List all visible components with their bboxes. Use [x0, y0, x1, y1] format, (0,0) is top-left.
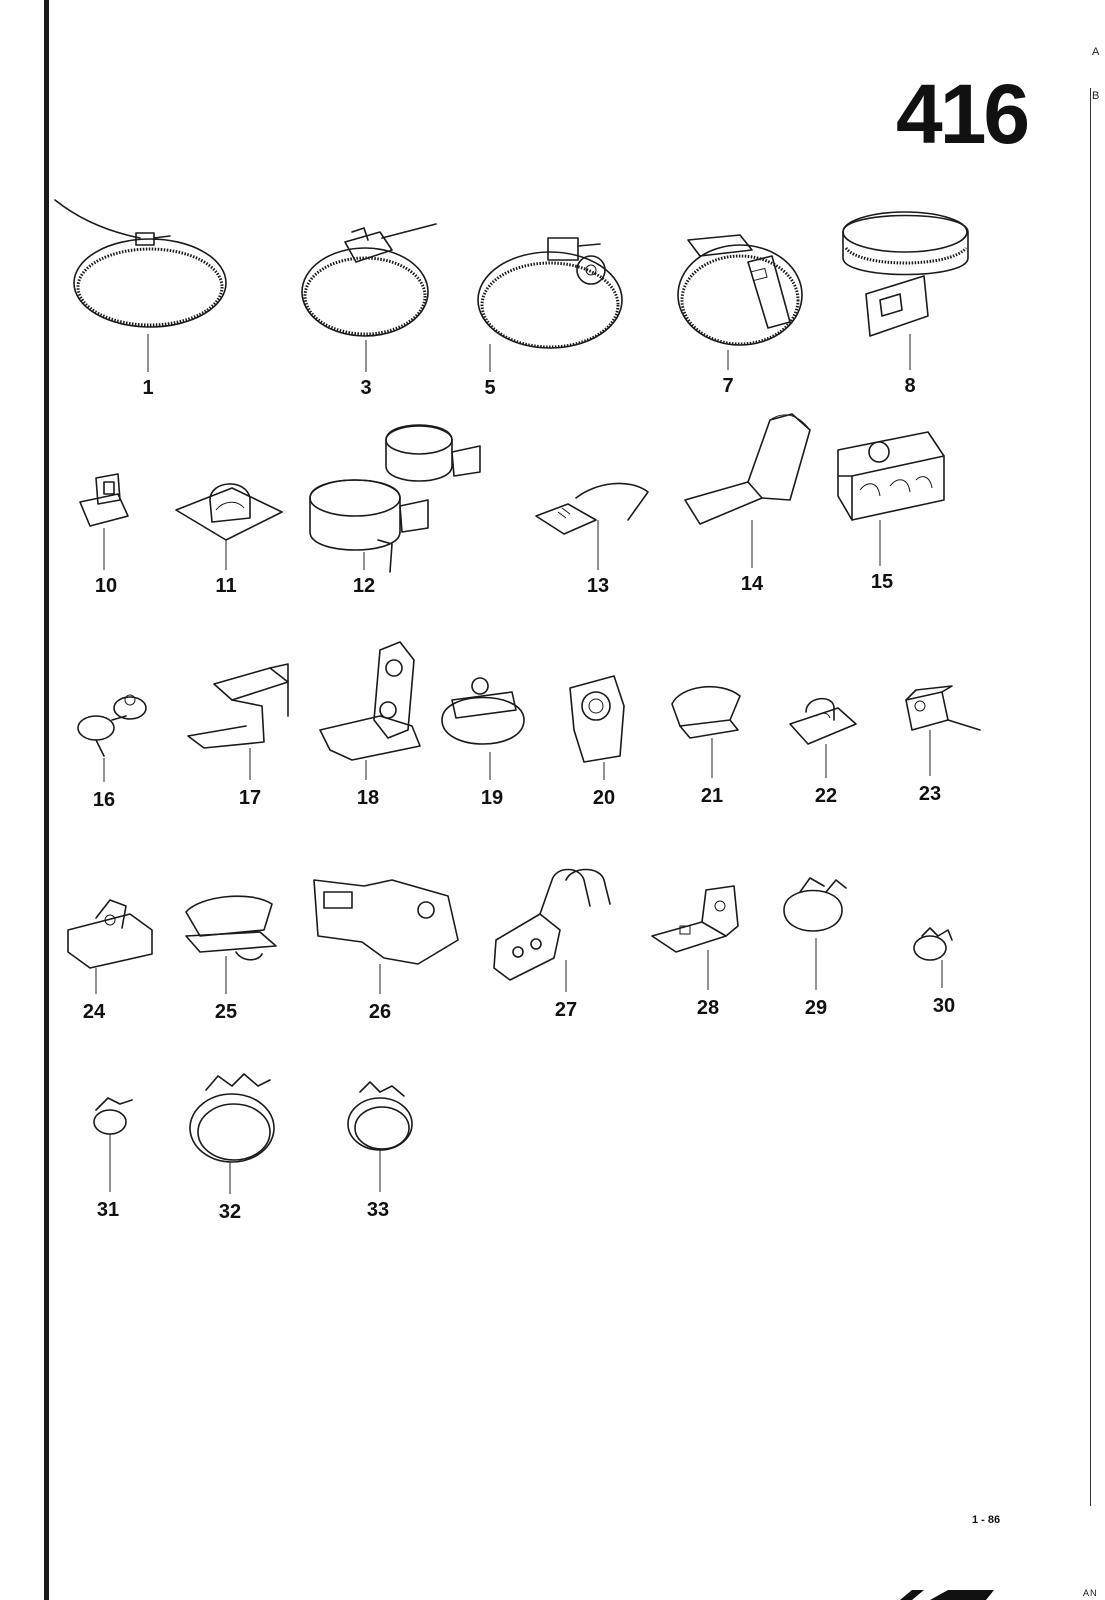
part-33-spring-band-clip	[347, 1081, 413, 1151]
edge-letter-b: B	[1092, 90, 1100, 102]
page-number: 416	[896, 67, 1030, 161]
part-label: 23	[919, 783, 941, 805]
part-label: 7	[722, 375, 733, 397]
part-label: 18	[357, 787, 379, 809]
part-label: 33	[367, 1199, 389, 1221]
part-label: 1	[142, 377, 153, 399]
part-11-flat-clip	[175, 483, 283, 541]
margin-rule	[1090, 88, 1091, 1506]
part-label: 26	[369, 1001, 391, 1023]
part-label: 11	[215, 575, 236, 597]
part-label: 29	[805, 997, 827, 1019]
binding-edge-rule	[44, 0, 49, 1600]
part-32-spring-band-clip	[189, 1073, 275, 1163]
part-label: 5	[484, 377, 495, 399]
part-22-tube-clip	[789, 697, 857, 745]
corner-code: AN	[1083, 1588, 1098, 1598]
part-8-serrated-band-clamp	[842, 211, 969, 337]
part-25-cable-clamp	[185, 895, 277, 961]
part-label: 24	[83, 1001, 106, 1023]
publisher-logo-fragment	[900, 1590, 994, 1600]
part-label: 19	[481, 787, 503, 809]
part-label: 20	[593, 787, 615, 809]
part-24-saddle-clip	[67, 899, 153, 969]
part-5-worm-drive-clamp-housing	[477, 237, 623, 349]
part-14-strap-bracket	[684, 413, 811, 525]
part-30-small-hose-clip	[913, 927, 953, 961]
part-27-double-clip-bracket	[493, 868, 611, 981]
part-13-tab-clip	[535, 482, 649, 535]
edition-date: 1 - 86	[972, 1514, 1001, 1526]
part-label: 30	[933, 995, 955, 1017]
part-number-labels: 1 3 5 7 8 10 11 12 13 14 15 16 17 18 19 …	[83, 375, 955, 1223]
edge-letter-a: A	[1092, 46, 1100, 58]
part-label: 10	[95, 575, 117, 597]
part-17-bent-bracket	[187, 663, 289, 749]
part-15-multi-hole-clip	[837, 431, 945, 521]
part-20-cable-holder	[569, 675, 625, 763]
part-label: 3	[360, 377, 371, 399]
part-29-hose-clip	[783, 877, 847, 932]
part-1-cable-tie-clamp	[54, 199, 227, 328]
part-16-hose-clip-pair	[77, 694, 147, 757]
part-label: 31	[97, 1199, 119, 1221]
part-label: 25	[215, 1001, 237, 1023]
part-label: 8	[904, 375, 915, 397]
part-label: 13	[587, 575, 609, 597]
part-26-bracket-plate	[313, 879, 459, 965]
part-label: 14	[741, 573, 764, 595]
part-28-clip-holder	[651, 885, 739, 953]
part-label: 22	[815, 785, 837, 807]
part-label: 21	[701, 785, 723, 807]
part-31-small-spring-clip	[93, 1097, 133, 1135]
part-label: 32	[219, 1201, 241, 1223]
leader-lines	[95, 334, 943, 1194]
part-3-worm-drive-clamp	[301, 223, 437, 337]
part-label: 15	[871, 571, 893, 593]
part-label: 12	[353, 575, 375, 597]
part-label: 28	[697, 997, 719, 1019]
part-12-double-pipe-clamp	[309, 424, 481, 573]
part-23-retaining-clip	[905, 685, 981, 731]
part-21-spring-clip	[671, 685, 741, 739]
part-10-clip-nut	[79, 473, 129, 527]
part-18-mounting-bracket	[319, 641, 421, 761]
part-label: 17	[239, 787, 261, 809]
part-label: 27	[555, 999, 577, 1021]
part-19-hose-clip-screw	[441, 677, 525, 745]
part-label: 16	[93, 789, 115, 811]
part-7-band-clamp-screw	[677, 234, 803, 346]
